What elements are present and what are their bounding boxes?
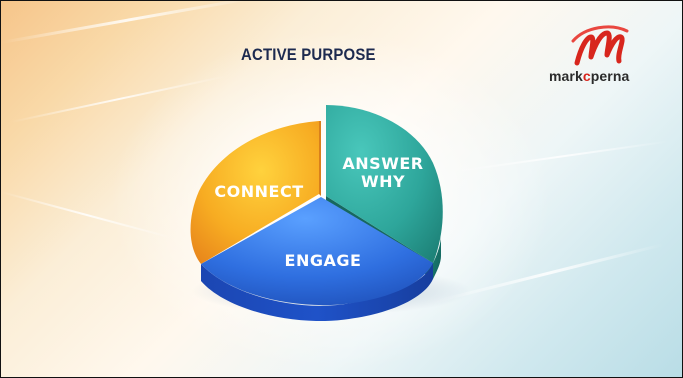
light-streak [1,191,176,240]
logo-text-accent: c [582,68,591,84]
m-logo-icon [571,25,629,66]
slide-title: ACTIVE PURPOSE [241,45,376,64]
answer-why-segment [326,105,443,263]
logo-text-part: mark [549,68,583,84]
light-streak [1,1,258,44]
engage-label: ENGAGE [285,251,362,270]
light-streak [450,140,669,173]
connect-segment [190,121,319,264]
purpose-pie-diagram: ANSWER WHY CONNECT ENGAGE [190,105,471,321]
markcperna-logo: markcperna [549,23,653,93]
connect-segment-edge [319,121,321,196]
connect-label: CONNECT [214,182,303,201]
engage-segment [201,197,433,306]
answer-why-label-line1: ANSWER [342,154,423,173]
answer-why-segment-side [433,236,441,279]
answer-why-label-line2: WHY [361,172,405,191]
engage-segment-side [201,263,433,321]
logo-wordmark: markcperna [549,68,629,84]
logo-text-part: perna [590,68,630,84]
